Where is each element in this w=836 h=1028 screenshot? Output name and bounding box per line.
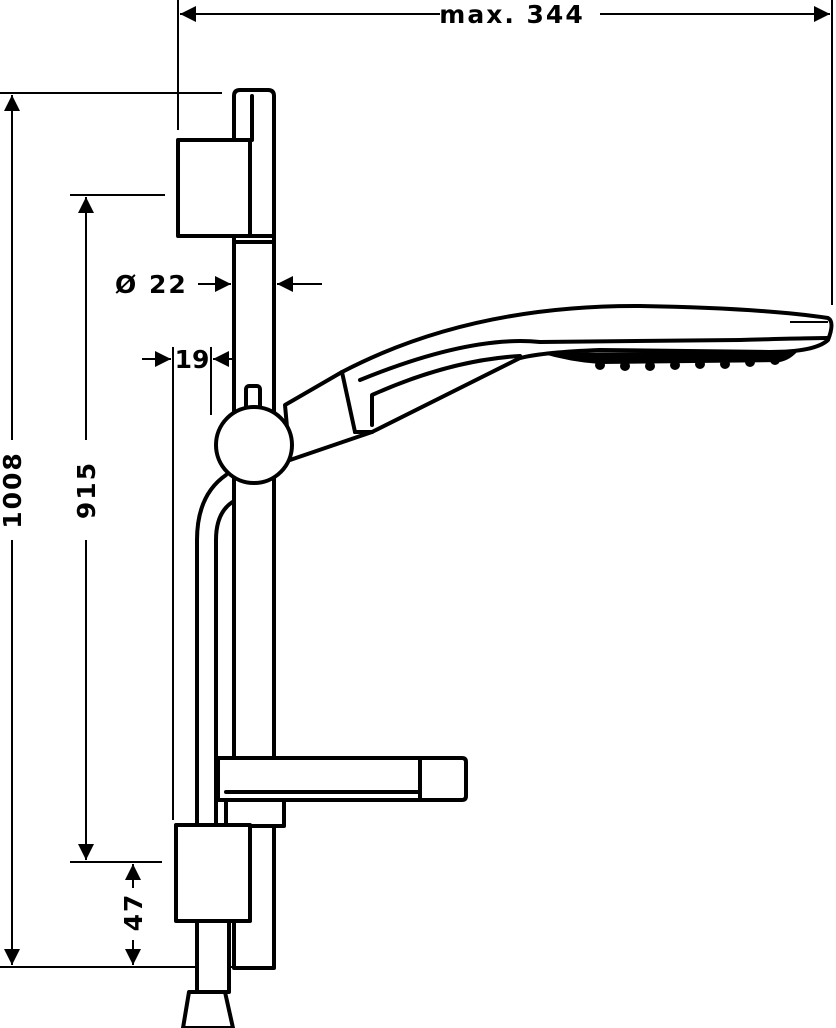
bottom-wall-bracket: [174, 823, 252, 923]
hand-shower: [283, 303, 834, 462]
offset-label: 19: [175, 345, 210, 374]
dimension-bottom-offset: 47: [119, 864, 148, 965]
dimension-max-width: max. 344: [177, 0, 833, 305]
dimension-diameter: Ø 22: [115, 270, 322, 299]
hose-nut: [181, 990, 235, 1028]
total-height-label: 1008: [0, 451, 27, 529]
diameter-label: Ø 22: [115, 270, 188, 299]
dimension-total-height: 1008: [0, 92, 232, 968]
height-adjustable-slider: [214, 384, 294, 485]
dimension-rail-spacing: 915: [70, 194, 165, 863]
soap-dish: [216, 756, 468, 828]
spray-nozzles: [595, 355, 780, 371]
spray-face: [540, 351, 798, 364]
max-width-label: max. 344: [439, 0, 584, 29]
bracket-joint: [232, 234, 276, 244]
dimension-offset: 19: [142, 345, 245, 820]
top-wall-bracket: [176, 138, 252, 238]
bottom-offset-label: 47: [119, 893, 148, 932]
wall-bar: [232, 88, 276, 970]
shower-hose: [181, 473, 238, 1028]
rail-spacing-label: 915: [72, 461, 101, 519]
